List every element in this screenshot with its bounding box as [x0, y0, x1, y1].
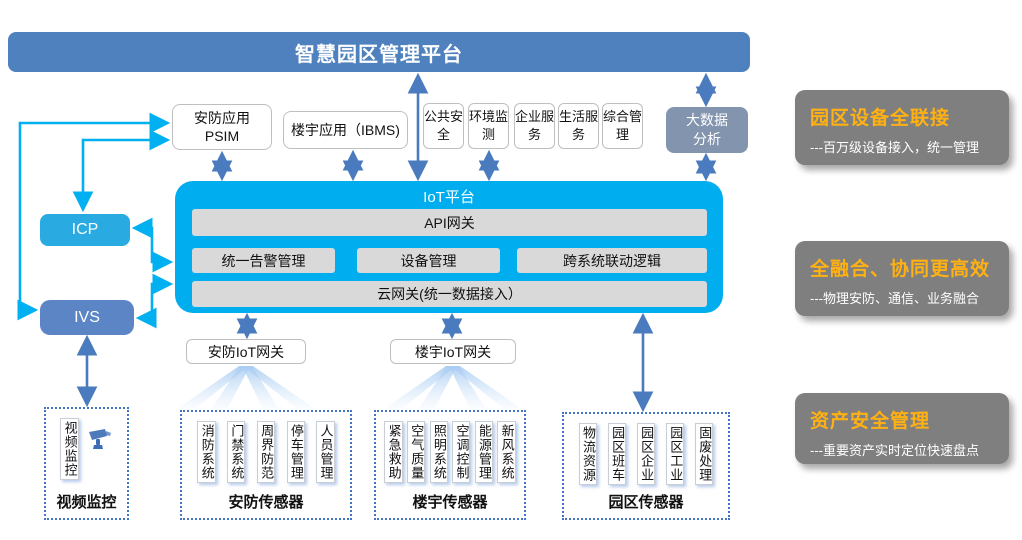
sensor-item: 门禁系统	[227, 421, 246, 483]
app-box-public-safety: 公共安全	[423, 103, 464, 149]
sensor-item: 园区企业	[636, 423, 656, 485]
sensor-group-security: 消防系统 门禁系统 周界防范 停车管理 人员管理 安防传感器	[180, 410, 352, 520]
feature-panel-subtitle: ---物理安防、通信、业务融合	[810, 291, 979, 306]
module-device-management: 设备管理	[357, 248, 500, 273]
sensor-group-park: 物流资源 园区班车 园区企业 园区工业 固废处理 园区传感器	[562, 412, 730, 520]
module-cross-system-linkage: 跨系统联动逻辑	[517, 248, 707, 273]
gateway-building-iot: 楼宇IoT网关	[390, 339, 516, 364]
feature-panel-device-connection: 园区设备全联接 ---百万级设备接入，统一管理	[795, 90, 1009, 165]
node-icp: ICP	[40, 214, 130, 246]
beam-fan-security-gateway	[180, 366, 312, 411]
camera-icon	[88, 429, 111, 449]
sensor-item: 能源管理	[474, 421, 494, 483]
gateway-security-iot: 安防IoT网关	[186, 339, 306, 364]
sensor-group-video-surveillance: 视频监控 视频监控	[44, 407, 129, 520]
feature-panel-asset-security: 资产安全管理 ---重要资产实时定位快速盘点	[795, 393, 1009, 464]
feature-panel-subtitle: ---百万级设备接入，统一管理	[810, 140, 979, 155]
sensor-item: 紧急救助	[384, 421, 403, 483]
beam-fan-building-gateway	[387, 366, 519, 411]
sensor-item: 照明系统	[429, 421, 448, 483]
module-alarm-management: 统一告警管理	[192, 248, 335, 273]
sensor-group-label: 园区传感器	[608, 494, 684, 511]
app-box-enterprise-service: 企业服务	[514, 103, 555, 149]
app-box-psim: 安防应用 PSIM	[172, 104, 272, 150]
feature-panel-title: 园区设备全联接	[810, 108, 951, 129]
cloud-gateway-bar: 云网关(统一数据接入）	[192, 281, 707, 307]
sensor-item: 周界防范	[256, 421, 276, 483]
sensor-item: 新风系统	[497, 421, 516, 483]
sensor-item: 固废处理	[694, 423, 714, 485]
app-box-environment-monitor: 环境监测	[468, 103, 509, 149]
app-box-bigdata-analysis: 大数据 分析	[666, 107, 748, 153]
sensor-item: 人员管理	[316, 421, 335, 483]
sensor-item: 空调控制	[452, 421, 471, 483]
sensor-item: 空气质量	[406, 421, 426, 483]
iot-platform-container: IoT平台 API网关 统一告警管理 设备管理 跨系统联动逻辑 云网关(统一数据…	[175, 181, 723, 313]
api-gateway-bar: API网关	[192, 209, 707, 236]
sensor-item: 消防系统	[197, 421, 216, 483]
app-box-ibms: 楼宇应用（IBMS)	[283, 111, 408, 149]
sensor-group-label: 视频监控	[56, 494, 117, 511]
sensor-item: 视频监控	[60, 418, 79, 480]
app-box-life-service: 生活服务	[558, 103, 599, 149]
sensor-item: 停车管理	[286, 421, 305, 483]
sensor-group-building: 紧急救助 空气质量 照明系统 空调控制 能源管理 新风系统 楼宇传感器	[374, 410, 526, 520]
sensor-item: 物流资源	[578, 423, 598, 485]
app-box-general-management: 综合管理	[602, 103, 643, 149]
platform-title-banner: 智慧园区管理平台	[8, 32, 750, 72]
sensor-group-label: 安防传感器	[228, 494, 304, 511]
feature-panel-subtitle: ---重要资产实时定位快速盘点	[810, 443, 979, 458]
feature-panel-convergence: 全融合、协同更高效 ---物理安防、通信、业务融合	[795, 241, 1009, 316]
sensor-item: 园区工业	[665, 423, 685, 485]
sensor-group-label: 楼宇传感器	[412, 494, 488, 511]
feature-panel-title: 全融合、协同更高效	[810, 259, 991, 280]
iot-platform-title: IoT平台	[423, 189, 475, 206]
sensor-item: 园区班车	[607, 423, 627, 485]
feature-panel-title: 资产安全管理	[810, 411, 931, 432]
node-ivs: IVS	[40, 300, 134, 335]
